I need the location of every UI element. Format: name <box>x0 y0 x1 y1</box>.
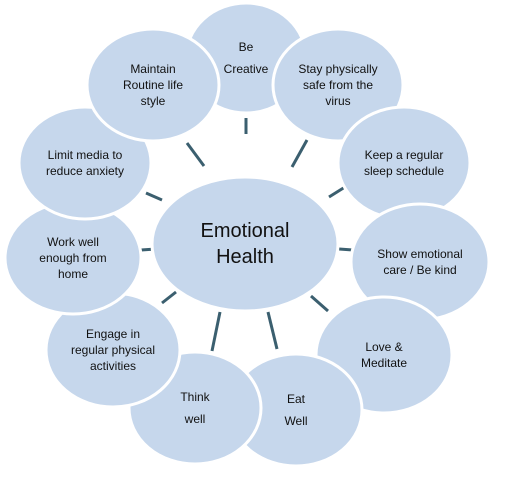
connector-think-well <box>210 311 222 352</box>
connector-show-emotional-care <box>338 247 354 252</box>
bubble-limit-media <box>17 105 153 221</box>
connector-keep-regular-sleep <box>328 185 346 199</box>
connector-maintain-routine <box>185 142 206 167</box>
bubble-maintain-routine <box>85 27 221 143</box>
connector-engage-physical-activities <box>161 290 177 305</box>
connector-eat-well <box>266 311 279 350</box>
connector-love-meditate <box>310 294 329 313</box>
bubble-keep-regular-sleep <box>336 105 472 221</box>
connector-stay-physically-safe <box>290 139 309 168</box>
center-bubble <box>150 175 340 313</box>
connector-limit-media <box>145 191 163 202</box>
